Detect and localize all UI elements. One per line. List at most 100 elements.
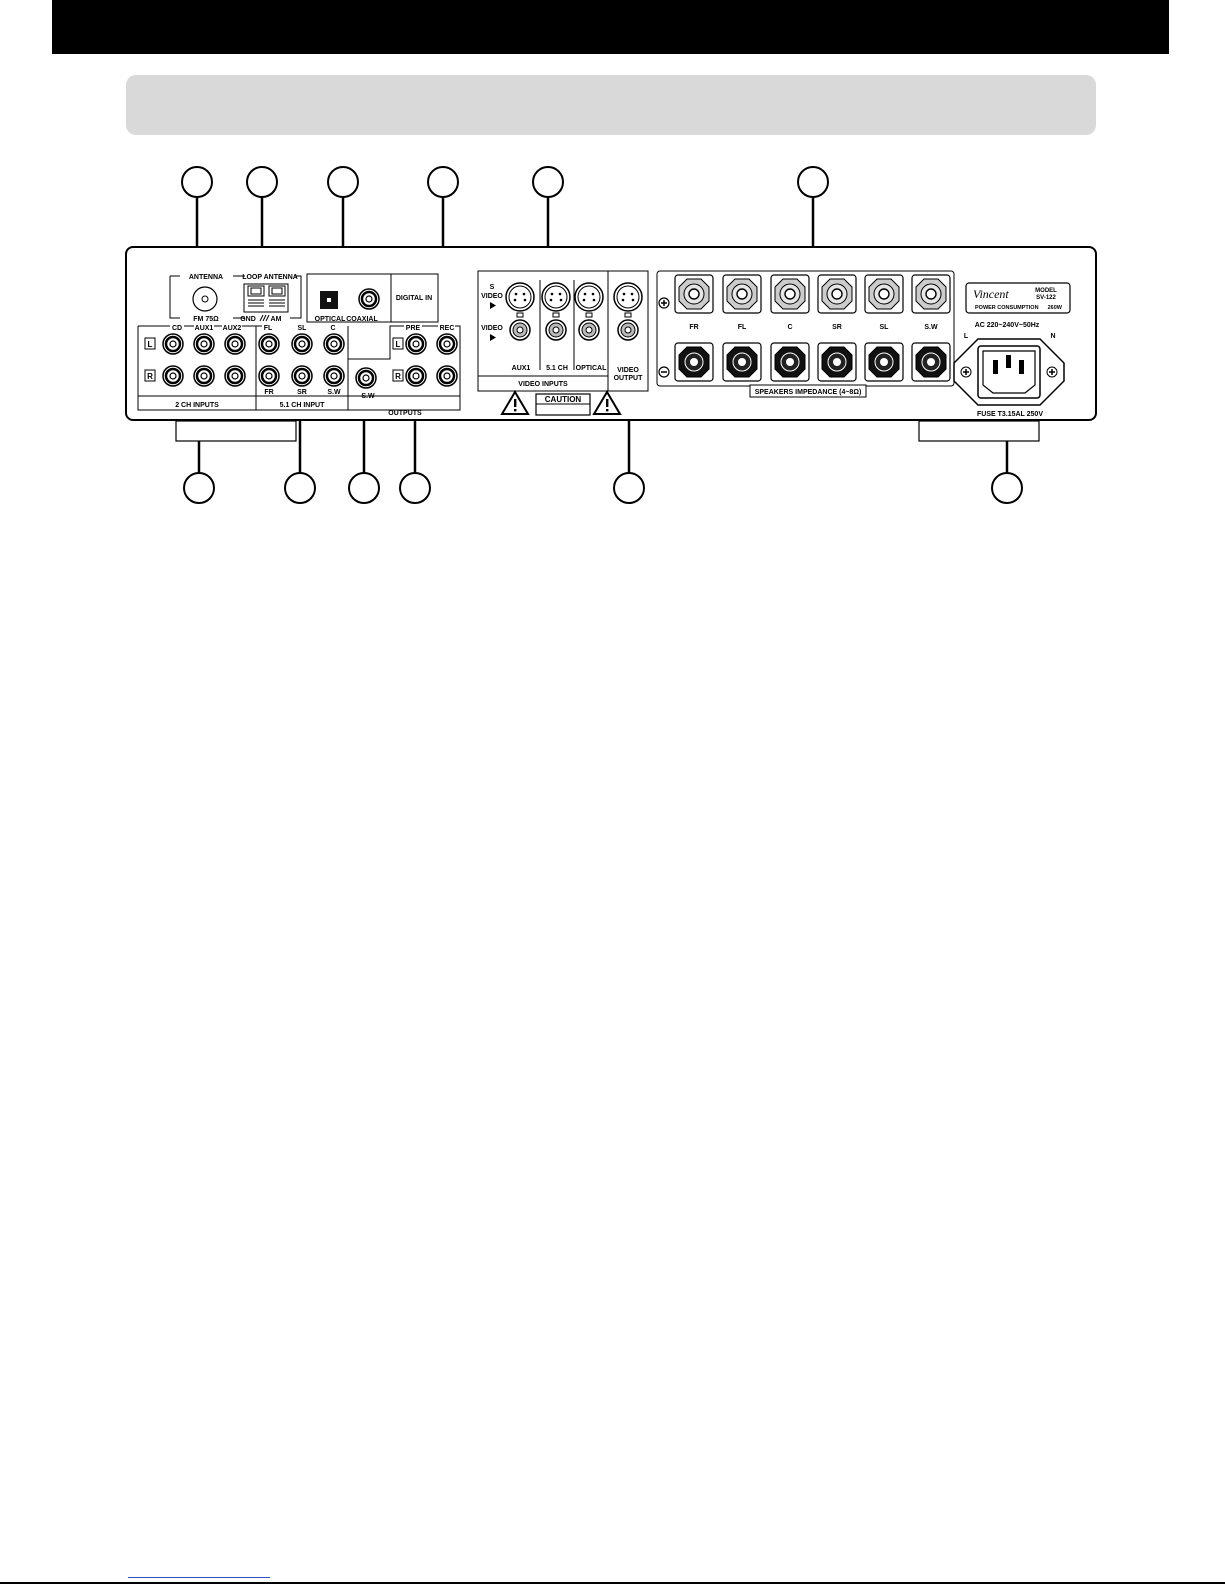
speaker-fl-minus-terminal[interactable] [722,342,762,382]
aux2-r-jack[interactable] [223,364,247,388]
video-output-line1: VIDEO [617,367,639,374]
pre-label: PRE [406,325,421,332]
sw-output-label: S.W [361,393,375,400]
warning-icon-left [500,390,530,415]
optical-jack[interactable] [320,291,338,309]
sw-input-jack[interactable] [322,364,346,388]
input-51-bottom-sr: SR [297,389,307,396]
title-band [126,75,1096,135]
c-input-jack[interactable] [322,332,346,356]
speaker-label-sw: S.W [924,324,938,331]
callout-circles-bottom [183,472,1023,504]
sw-output-jack[interactable] [354,366,378,390]
speaker-c-minus-terminal[interactable] [770,342,810,382]
coaxial-label: COAXIAL [346,316,378,323]
warning-icon-right [592,390,622,415]
video-inputs-title: VIDEO INPUTS [518,381,568,388]
channel-l-badge: L [144,337,156,350]
video-col-optical: OPTICAL [576,365,607,372]
speaker-label-fr: FR [689,324,698,331]
coaxial-jack[interactable] [357,287,381,311]
svg-text:L: L [148,340,153,349]
cd-l-jack[interactable] [161,332,185,356]
analog-block-outline [137,325,461,411]
video-col-51ch: 5.1 CH [546,365,568,372]
ground-icon [259,314,270,322]
input-51-bottom-sw: S.W [327,389,341,396]
speaker-fl-plus-terminal[interactable] [722,274,762,314]
input-51-bottom-fr: FR [264,389,273,396]
speaker-label-sl: SL [880,324,890,331]
input-51-top-c: C [330,325,335,332]
video-output-line2: OUTPUT [614,375,644,382]
minus-icon [658,366,670,378]
ac-n-label: N [1050,333,1055,340]
loop-antenna-label: LOOP ANTENNA [242,274,298,281]
svg-text:L: L [396,340,401,349]
footer-link [128,1577,270,1578]
pre-r-jack[interactable] [404,364,428,388]
51ch-video-jack[interactable] [545,319,567,341]
video-label: VIDEO [481,325,503,332]
outputs-channel-r-badge: R [392,369,404,382]
speaker-fr-plus-terminal[interactable] [674,274,714,314]
rec-l-jack[interactable] [435,332,459,356]
pre-l-jack[interactable] [404,332,428,356]
ac-l-label: L [964,333,969,340]
cd-r-jack[interactable] [161,364,185,388]
caution-label: CAUTION [545,395,582,404]
outputs-title: OUTPUTS [388,410,422,417]
speaker-label-c: C [787,324,792,331]
antenna-section [169,275,302,319]
speaker-c-plus-terminal[interactable] [770,274,810,314]
speaker-sr-plus-terminal[interactable] [817,274,857,314]
speaker-fr-minus-terminal[interactable] [674,342,714,382]
aux1-l-jack[interactable] [192,332,216,356]
s-video-arrow-icon [490,302,496,309]
sr-input-jack[interactable] [290,364,314,388]
speaker-sl-minus-terminal[interactable] [864,342,904,382]
aux1-video-jack[interactable] [509,319,531,341]
model-value: SV-122 [1036,295,1056,301]
footer-line [0,1582,1225,1584]
ac-power-inlet[interactable] [953,338,1065,406]
rec-r-jack[interactable] [435,364,459,388]
speaker-sl-plus-terminal[interactable] [864,274,904,314]
speaker-sw-minus-terminal[interactable] [911,342,951,382]
speaker-sr-minus-terminal[interactable] [817,342,857,382]
sl-input-jack[interactable] [290,332,314,356]
input-2ch-col-aux1: AUX1 [195,325,214,332]
antenna-label: ANTENNA [189,274,223,281]
loop-antenna-terminals[interactable] [243,283,289,313]
fm-antenna-jack[interactable] [192,286,218,312]
optical-label: OPTICAL [315,316,346,323]
svg-text:R: R [147,372,153,381]
s-label: S [490,284,495,291]
channel-r-badge: R [144,369,156,382]
aux1-r-jack[interactable] [192,364,216,388]
speaker-sw-plus-terminal[interactable] [911,274,951,314]
fl-input-jack[interactable] [257,332,281,356]
model-label: MODEL [1035,288,1057,294]
brand-logo: Vincent [973,287,1009,301]
rec-label: REC [440,325,455,332]
video-arrow-icon [490,334,496,341]
digital-in-label: DIGITAL IN [396,295,432,302]
input-2ch-col-cd: CD [172,325,182,332]
foot-left [175,420,297,442]
speakers-title: SPEAKERS IMPEDANCE (4~8Ω) [755,389,862,396]
video-output-jack[interactable] [617,319,639,341]
optical-video-jack[interactable] [578,319,600,341]
gnd-label: GND [240,316,256,323]
outputs-channel-l-badge: L [392,337,404,350]
header-bar [52,0,1169,54]
fr-input-jack[interactable] [257,364,281,388]
inputs-2ch-title: 2 CH INPUTS [175,402,219,409]
speaker-label-fl: FL [738,324,747,331]
aux2-l-jack[interactable] [223,332,247,356]
s-video-label: VIDEO [481,293,503,300]
speakers-title-box [749,384,867,398]
video-col-aux1: AUX1 [512,365,531,372]
power-value: 260W [1048,305,1063,311]
